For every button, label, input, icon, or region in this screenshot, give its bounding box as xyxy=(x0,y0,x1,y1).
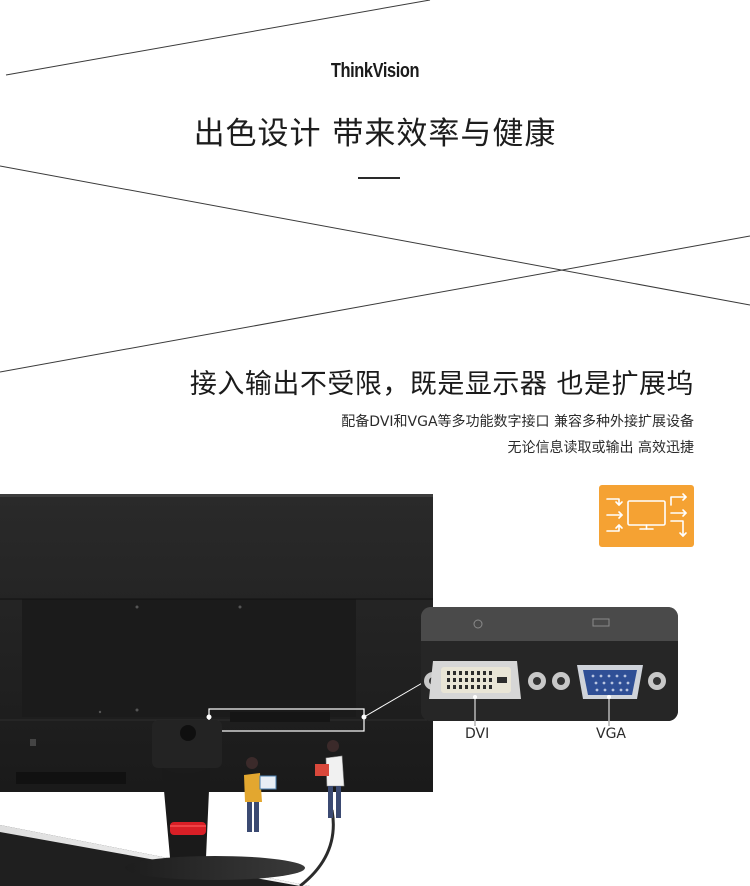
deco-line-middle xyxy=(0,165,750,306)
port-zoom-graphic xyxy=(421,607,678,721)
callout-dot-left xyxy=(206,714,212,720)
vga-port-icon xyxy=(552,665,666,699)
feature-title: 接入输出不受限，既是显示器 也是扩展坞 xyxy=(189,369,694,400)
headline-divider xyxy=(358,177,400,179)
dvi-port-label: DVI xyxy=(465,726,490,742)
feature-description-line1: 配备DVI和VGA等多功能数字接口 兼容多种外接扩展设备 xyxy=(341,414,694,430)
cable xyxy=(299,809,335,886)
leader-continuation xyxy=(474,721,610,726)
feature-description-line2: 无论信息读取或输出 高效迅捷 xyxy=(507,440,694,456)
callout-line xyxy=(363,681,425,718)
page-headline: 出色设计 带来效率与健康 xyxy=(193,116,557,152)
stand-knob xyxy=(180,725,196,741)
stand-ring xyxy=(170,822,206,835)
monitor-expansion-icon xyxy=(599,485,694,547)
stand-base xyxy=(125,856,305,880)
monitor-back-panel xyxy=(22,599,356,717)
zoom-top-surface xyxy=(421,607,678,641)
kensington-slot xyxy=(30,739,36,746)
screw-hole xyxy=(98,710,102,714)
monitor-top-edge xyxy=(0,494,433,497)
monitor-illustration xyxy=(0,494,433,886)
screw-hole xyxy=(135,605,139,609)
bottom-vent xyxy=(16,772,126,784)
monitor-expansion-glyph xyxy=(606,493,687,537)
dvi-port-icon xyxy=(424,661,546,699)
deco-line-top xyxy=(5,0,431,76)
screw-hole xyxy=(135,708,139,712)
port-strip xyxy=(230,712,330,722)
person-left xyxy=(244,757,277,832)
screw-hole xyxy=(238,605,242,609)
deco-line-lower xyxy=(0,235,750,373)
dvi-symbol-icon xyxy=(473,619,483,629)
vga-port-label: VGA xyxy=(596,726,627,742)
decorative-lines xyxy=(0,0,750,373)
stand-hinge xyxy=(152,720,222,768)
brand-logo: ThinkVision xyxy=(330,60,420,82)
person-right xyxy=(315,740,345,818)
vga-symbol-icon xyxy=(592,618,610,627)
stand-ring-highlight xyxy=(170,825,206,827)
port-zoom-panel xyxy=(421,607,678,721)
